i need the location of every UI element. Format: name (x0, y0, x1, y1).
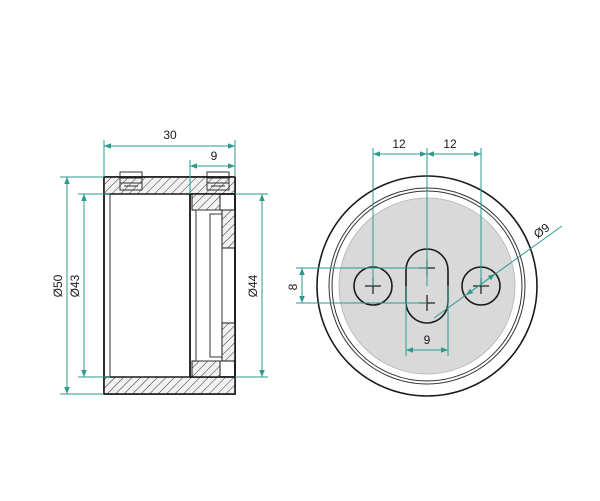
dim-line-hole-diameter (433, 225, 563, 319)
screw-boss-right (206, 171, 230, 191)
dim-right-offset: 12 (443, 137, 457, 151)
side-view-dimensions: 30 9 Ø50 Ø43 Ø44 (51, 128, 268, 395)
ring-flange-top (191, 193, 221, 211)
dim-left-offset: 12 (392, 137, 406, 151)
screw-boss-left (119, 171, 143, 191)
bottom-wall-section (103, 376, 236, 395)
ring-inner-face (209, 213, 223, 358)
ring-groove-bottom (221, 322, 236, 362)
ring-flange-bottom (191, 360, 221, 378)
inner-bore (109, 193, 191, 378)
ring-inner-wall (195, 209, 223, 362)
ring-groove-top (221, 209, 236, 249)
dim-hole-diameter: Ø9 (531, 220, 552, 241)
dim-slot-height: 8 (286, 283, 300, 290)
side-view (103, 171, 236, 395)
dim-inner-diameter: Ø43 (68, 274, 82, 297)
end-view-dimensions: 12 12 8 9 Ø9 (286, 137, 563, 356)
dim-ring-width: 9 (211, 149, 218, 163)
dim-outer-diameter: Ø50 (51, 274, 65, 297)
dim-slot-width: 9 (424, 333, 431, 347)
dim-overall-length: 30 (163, 128, 177, 142)
dim-ring-diameter: Ø44 (246, 274, 260, 297)
